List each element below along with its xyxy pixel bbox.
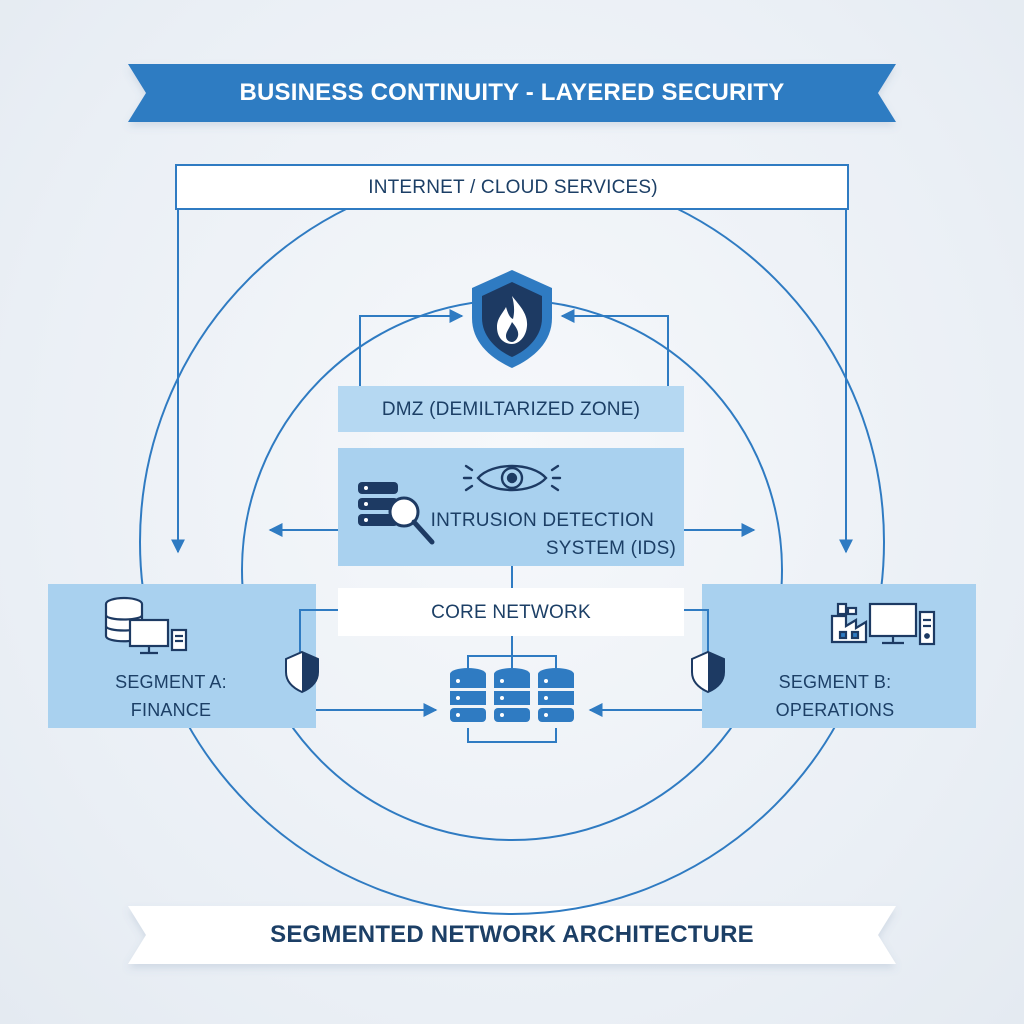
eye-icon: [462, 464, 562, 492]
diagram-footer-title: SEGMENTED NETWORK ARCHITECTURE: [270, 921, 754, 948]
segment-a-connectors: [299, 609, 438, 717]
segment-b-label-line2: OPERATIONS: [775, 700, 895, 720]
segment-b-label: SEGMENT B: OPERATIONS: [760, 666, 910, 726]
database-search-icon: [358, 482, 435, 545]
factory-computer-icon: [830, 602, 936, 646]
title-ribbon: [128, 64, 896, 122]
segment-b-label-line1: SEGMENT B:: [778, 672, 892, 692]
database-computer-icon: [104, 596, 188, 655]
dmz-panel: [338, 386, 684, 432]
core-server-connectors: [467, 636, 557, 743]
footer-ribbon: [128, 906, 896, 964]
ids-label-line1: INTRUSION DETECTION: [430, 510, 654, 531]
segment-b-connectors: [588, 609, 709, 717]
dmz-label: DMZ (DEMILTARIZED ZONE): [381, 399, 641, 420]
diagram-title: BUSINESS CONTINUITY - LAYERED SECURITY: [239, 79, 785, 106]
server-stack-icon: [450, 668, 574, 722]
segment-a-panel: [48, 584, 316, 728]
segment-b-shield-icon: [691, 650, 725, 694]
segment-a-label-line1: SEGMENT A:: [115, 672, 227, 692]
internet-cloud-label: INTERNET / CLOUD SERVICES): [368, 177, 658, 198]
core-network-panel: [338, 588, 684, 636]
ids-label: INTRUSION DETECTION SYSTEM (IDS): [430, 500, 676, 570]
internet-connector: [171, 164, 853, 554]
firewall-connectors: [359, 309, 669, 388]
core-network-label: CORE NETWORK: [431, 602, 591, 623]
segment-a-shield-icon: [285, 650, 319, 694]
firewall-shield-icon: [472, 270, 552, 368]
ids-label-line2: SYSTEM (IDS): [545, 538, 676, 559]
segment-a-label-line2: FINANCE: [130, 700, 212, 720]
segment-a-label: SEGMENT A: FINANCE: [96, 666, 246, 726]
